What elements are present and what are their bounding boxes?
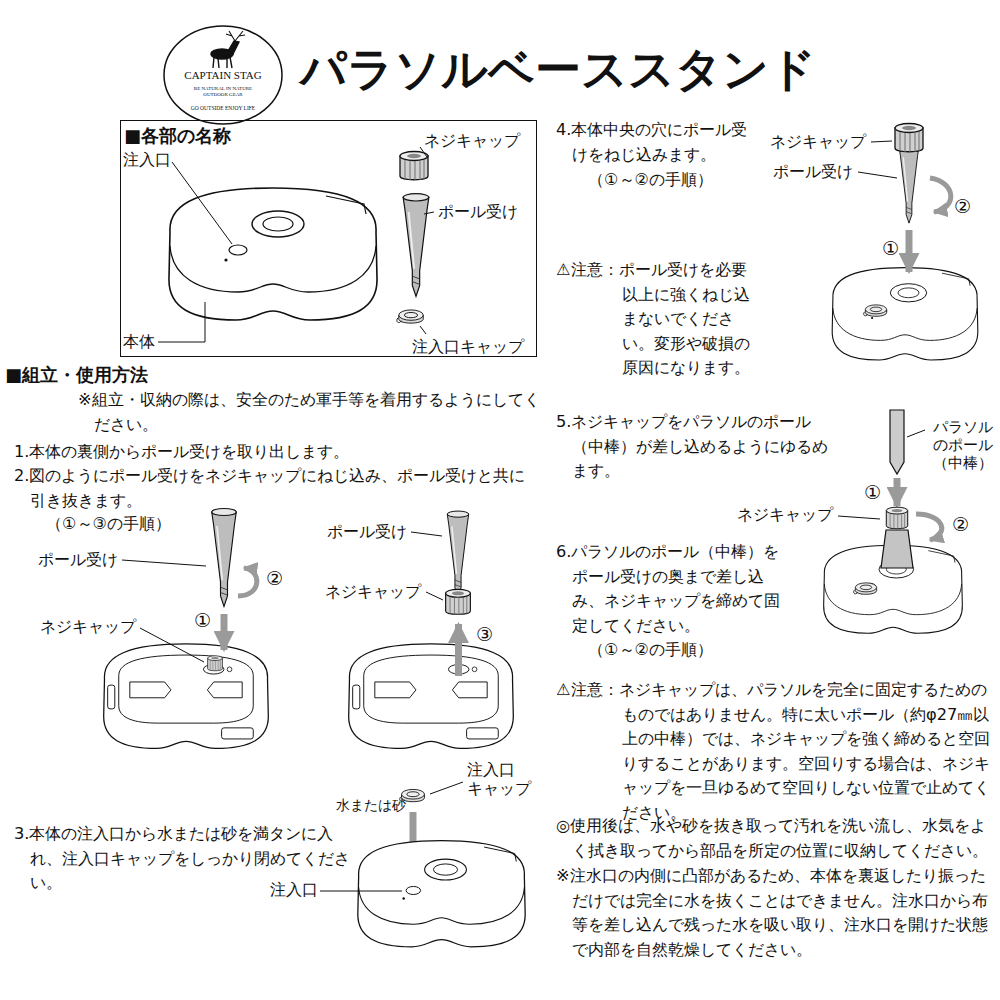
part-label: 本体 (123, 330, 155, 355)
note-text: ※注水口の内側に凸部があるため、本体を裏返したり振っただけでは完全に水を抜くこと… (556, 864, 998, 962)
turn-arrow (916, 514, 942, 540)
callout-number: ① (194, 608, 211, 633)
leader-lines (122, 532, 443, 662)
screw-cap (208, 656, 223, 671)
turn-arrow (930, 178, 951, 212)
inlet-cap (854, 583, 877, 594)
screw-cap (446, 589, 471, 614)
base-body (358, 841, 525, 947)
pole-receiver (212, 509, 237, 607)
callout-number: ② (266, 566, 283, 591)
step-text: 2.図のようにポール受けをネジキャップにねじ込み、ポール受けと共に引き抜きます。 (14, 464, 539, 513)
section-heading: ■組立・使用方法 (5, 363, 148, 388)
callout-number: ② (954, 194, 971, 219)
brand-slogan: BE NATURAL IN NATURE (163, 86, 283, 92)
callout-number: ② (952, 512, 969, 537)
part-label: ポール受け (773, 160, 853, 185)
move-arrow (894, 478, 901, 506)
part-label: ネジキャップ (325, 580, 421, 605)
stag-emblem (211, 31, 245, 68)
page-title: パラソルベーススタンド (300, 40, 816, 100)
note-text: ※組立・収納の際は、安全のため軍手等を着用するようにしてください。 (78, 388, 540, 437)
part-label: ポール受け (438, 200, 518, 225)
brand-slogan: OUTDOOR GEAR (163, 92, 283, 98)
base-underside (104, 644, 269, 748)
leader-lines (320, 782, 463, 891)
parts-figure (158, 147, 434, 342)
step-text: 5.ネジキャップをパラソルのポール（中棒）が差し込めるようにゆるめます。 (556, 410, 828, 484)
parasol-pole (890, 410, 904, 474)
parts-panel: ■各部の名称 (120, 120, 537, 357)
part-label: 注入口 キャップ (467, 760, 535, 798)
part-label: ポール受け (327, 520, 407, 545)
step-text: 4.本体中央の穴にポール受けをねじ込みます。 (556, 118, 761, 167)
step3-figure (320, 782, 525, 947)
brand-name: CAPTAIN STAG (163, 69, 283, 82)
inlet-cap (864, 305, 887, 316)
part-label: ネジキャップ (770, 130, 866, 155)
pole-receiver (881, 530, 913, 568)
move-arrow (906, 230, 913, 272)
part-label: パラソル のポール （中棒） (928, 418, 998, 472)
part-label: ポール受け (38, 548, 118, 573)
callout-number: ③ (476, 622, 493, 647)
step2-figure (104, 509, 514, 749)
part-label: 注入口キャップ (412, 335, 524, 360)
brand-logo: CAPTAIN STAG BE NATURAL IN NATUREOUTDOOR … (163, 25, 283, 125)
step4-figure (832, 124, 978, 361)
callout-number: ① (882, 236, 899, 261)
note-text: ◎使用後は、水や砂を抜き取って汚れを洗い流し、水気をよく拭き取ってから部品を所定… (556, 814, 998, 863)
pole-receiver (447, 511, 468, 597)
material-label: 水または砂 (336, 796, 406, 814)
part-label: 注入口 (270, 878, 318, 903)
pole-receiver (403, 194, 429, 297)
screw-cap (886, 507, 907, 529)
step-order: （①～②の手順） (588, 168, 713, 193)
caution-note: ⚠注意：ポール受けを必要以上に強くねじ込まないでください。変形や破損の原因になり… (556, 258, 762, 381)
move-arrow (455, 624, 462, 676)
step-text: 6.パラソルのポール（中棒）をポール受けの奥まで差し込み、ネジキャップを締めて固… (556, 540, 781, 638)
part-label: ネジキャップ (424, 129, 520, 154)
move-arrow (221, 614, 228, 650)
base-body (169, 188, 377, 320)
step-text: 1.本体の裏側からポール受けを取り出します。 (14, 440, 539, 465)
part-label: ネジキャップ (40, 615, 136, 640)
callout-number: ① (864, 480, 881, 505)
brand-slogan: GO OUTSIDE ENJOY LIFE (163, 105, 283, 112)
leader-lines (158, 147, 434, 342)
logo-oval-outline (164, 26, 282, 124)
leader-lines (838, 430, 925, 519)
step-order: （①～③の手順） (46, 512, 171, 537)
base-underside (349, 644, 514, 748)
caution-note: ⚠注意：ネジキャップは、パラソルを完全に固定するためのものではありません。特に太… (556, 678, 998, 825)
step-order: （①～②の手順） (588, 638, 713, 663)
pole-receiver (899, 143, 919, 223)
part-label: ネジキャップ (737, 503, 833, 528)
part-label: 注入口 (123, 148, 171, 173)
turn-arrow (238, 568, 257, 596)
panel-heading: ■各部の名称 (124, 124, 231, 148)
screw-cap (895, 124, 923, 153)
base-body (832, 268, 978, 360)
inlet-cap (397, 310, 423, 323)
screw-cap (400, 152, 428, 181)
